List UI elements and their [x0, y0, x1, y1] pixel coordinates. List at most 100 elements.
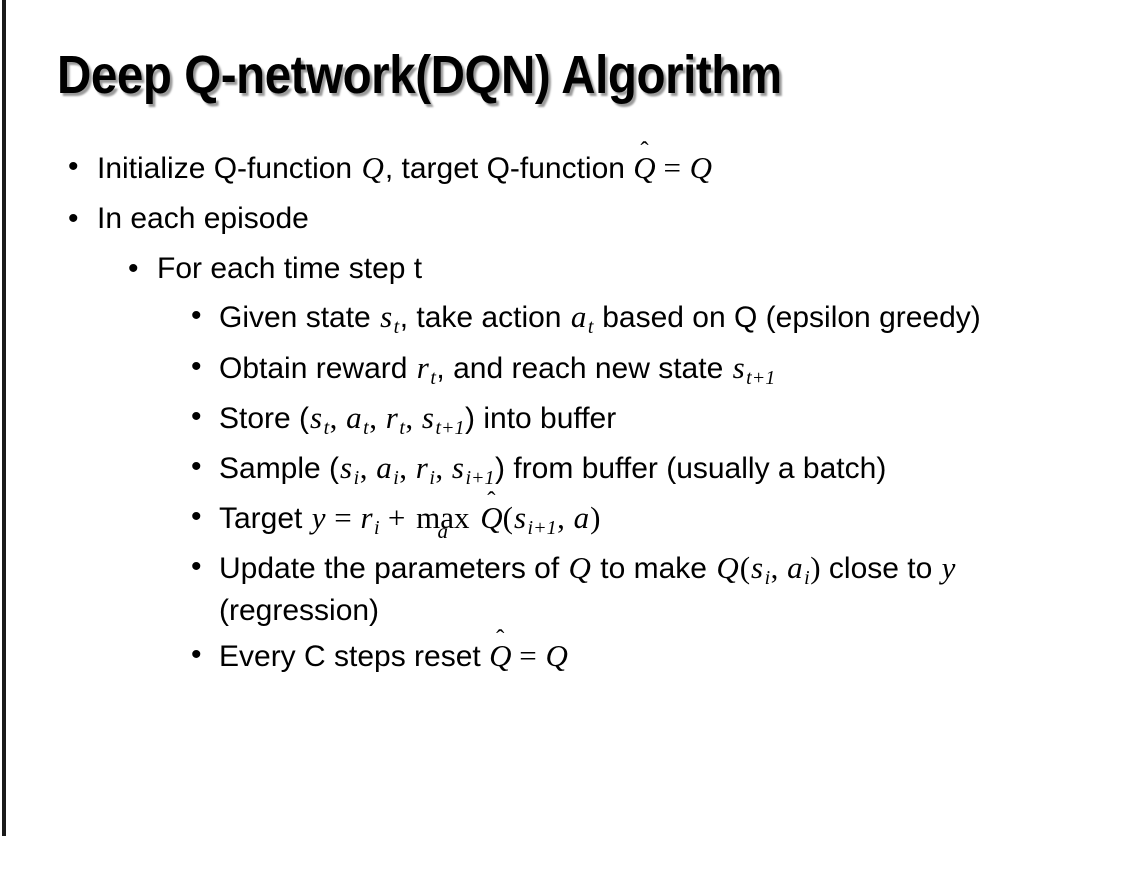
text-segment: ) into buffer [465, 401, 617, 435]
math-paren-open: ( [502, 500, 513, 536]
math-comma: , [770, 550, 787, 586]
text-segment: Update the parameters of [219, 552, 568, 586]
math-sub-t: t [393, 316, 400, 339]
math-var-Q: Q [545, 638, 568, 674]
math-equals-sign: = [334, 500, 352, 536]
math-var-a: a [787, 550, 803, 586]
math-plus-sign: + [387, 500, 406, 536]
math-var-a: a [376, 449, 392, 485]
math-sub-t-plus-1: t+1 [435, 416, 465, 439]
slide-body: • Initialize Q-function Q, target Q-func… [0, 148, 1124, 683]
math-sub-i: i [804, 567, 810, 590]
math-paren-close: ) [590, 500, 601, 536]
math-comma: , [329, 399, 346, 435]
max-limit-a: a [437, 519, 449, 544]
math-var-y: y [941, 550, 956, 586]
math-var-r: r [415, 449, 428, 485]
math-var-s2: s [451, 449, 464, 485]
math-var-Q2: Q [716, 550, 739, 586]
math-comma: , [405, 399, 421, 435]
math-var-s: s [380, 299, 393, 335]
math-var-Q: Q [568, 550, 591, 586]
bullet-dot: • [191, 550, 202, 584]
text-segment: Every C steps reset [219, 640, 490, 674]
math-space [472, 500, 480, 535]
bullet-in-each-episode: • In each episode [0, 200, 1124, 238]
math-sub-i: i [374, 517, 380, 540]
math-var-Q-hat: ̂Q [633, 152, 655, 183]
bullet-obtain-reward: • Obtain reward rt, and reach new state … [0, 348, 1124, 391]
bullet-dot: • [191, 449, 202, 483]
bullet-given-state: • Given state st, take action at based o… [0, 297, 1124, 340]
bullet-dot: • [128, 251, 139, 285]
text-segment: Store ( [219, 401, 310, 435]
left-edge-rule [2, 0, 6, 836]
text-segment: (regression) [219, 593, 380, 627]
math-var-a: a [573, 500, 590, 536]
bullet-text: Every C steps reset ̂Q = Q [219, 636, 1098, 676]
max-label: max [416, 500, 470, 536]
bullet-sample-batch: • Sample (si, ai, ri, si+1) from buffer … [0, 448, 1124, 491]
math-sub-i-plus-1: i+1 [527, 517, 557, 540]
hat-base: Q [489, 638, 512, 674]
text-segment: , take action [399, 301, 570, 335]
bullet-reset-target-network: • Every C steps reset ̂Q = Q [0, 636, 1124, 676]
math-sub-i: i [429, 466, 435, 489]
math-var-r: r [360, 500, 373, 536]
text-segment: ) from buffer (usually a batch) [495, 451, 887, 485]
math-equals-sign: = [519, 638, 537, 674]
text-segment: , target Q-function [384, 152, 634, 185]
bullet-store-transition: • Store (st, at, rt, st+1) into buffer [0, 398, 1124, 441]
hat-base: Q [633, 150, 656, 185]
text-segment: Given state [219, 301, 380, 335]
math-paren-open: ( [739, 550, 751, 586]
math-var-Q2: Q [689, 150, 713, 185]
bullet-text: Update the parameters of Q to make Q(si,… [219, 548, 1098, 629]
math-sub-i: i [764, 567, 771, 590]
math-comma: , [359, 449, 376, 485]
math-var-s: s [732, 349, 745, 385]
math-sub-t: t [587, 316, 594, 339]
text-segment: Sample ( [219, 451, 340, 485]
bullet-dot: • [191, 638, 202, 672]
math-var-y: y [311, 500, 326, 536]
bullet-text: Obtain reward rt, and reach new state st… [219, 348, 1098, 391]
math-var-Q: Q [361, 150, 384, 185]
bullet-for-each-time-step: • For each time step t [0, 250, 1124, 288]
math-sub-t: t [399, 416, 405, 439]
bullet-dot: • [191, 349, 202, 383]
math-equals-sign: = [663, 150, 681, 185]
math-comma: , [435, 449, 451, 485]
bullet-update-parameters: • Update the parameters of Q to make Q(s… [0, 548, 1124, 629]
math-comma: , [399, 449, 415, 485]
bullet-text: In each episode [97, 201, 309, 235]
math-space [380, 500, 388, 535]
math-paren-close: ) [810, 550, 821, 586]
hat-base: Q [480, 500, 503, 536]
math-var-r: r [416, 349, 429, 385]
math-sub-i: i [393, 466, 399, 489]
bullet-text: Store (st, at, rt, st+1) into buffer [219, 398, 1098, 441]
math-sub-t: t [363, 416, 369, 439]
math-var-r: r [385, 399, 398, 435]
text-segment: , and reach new state [436, 351, 732, 385]
bullet-text: Initialize Q-function Q, target Q-functi… [97, 148, 1104, 188]
math-var-s2: s [421, 399, 434, 435]
bullet-text: Sample (si, ai, ri, si+1) from buffer (u… [219, 448, 1098, 491]
text-segment: close to [820, 552, 941, 586]
text-segment: to make [591, 552, 716, 586]
text-segment: Target [219, 502, 311, 536]
bullet-text: Given state st, take action at based on … [219, 297, 1098, 340]
math-var-s: s [310, 399, 323, 435]
math-sub-t-plus-1: t+1 [746, 366, 776, 389]
text-segment: Obtain reward [219, 351, 416, 385]
math-var-s: s [751, 550, 764, 586]
math-var-Q-hat: ̂Q [480, 502, 502, 533]
math-space [405, 500, 413, 535]
math-sub-t: t [323, 416, 330, 439]
math-sub-i-plus-1: i+1 [465, 466, 495, 489]
bullet-dot: • [68, 201, 79, 235]
